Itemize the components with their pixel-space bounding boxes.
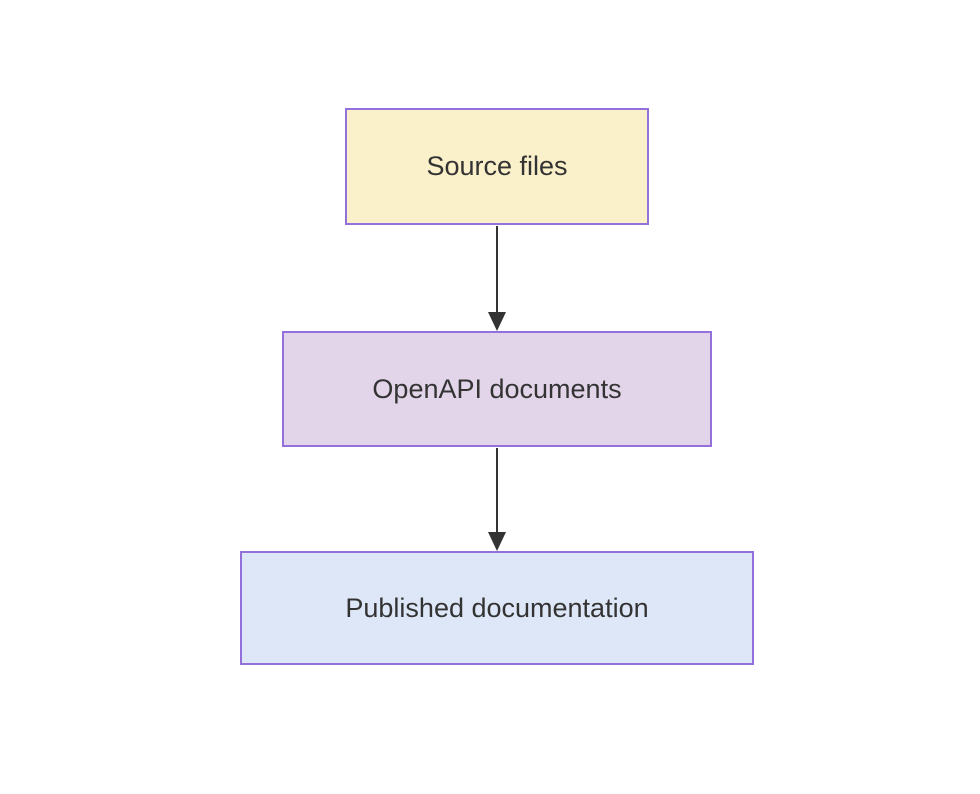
- node-label: OpenAPI documents: [372, 373, 622, 404]
- edge-source-to-openapi: [488, 226, 506, 331]
- node-label: Source files: [426, 151, 568, 182]
- node-published-documentation: Published documentation: [240, 551, 754, 665]
- arrowhead-down-icon: [488, 312, 506, 331]
- node-openapi-documents: OpenAPI documents: [282, 331, 712, 447]
- edge-openapi-to-published: [488, 448, 506, 551]
- node-source-files: Source files: [345, 108, 649, 225]
- node-label: Published documentation: [345, 592, 649, 623]
- arrowhead-down-icon: [488, 532, 506, 551]
